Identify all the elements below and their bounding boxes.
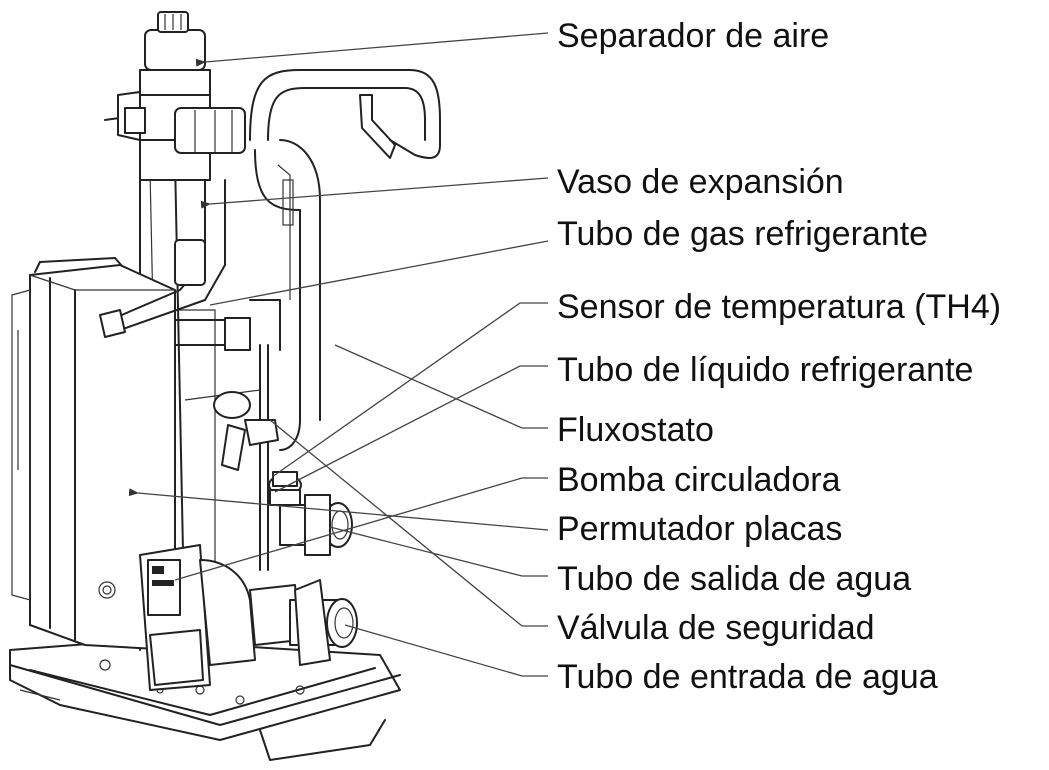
callout-labels: Separador de aire Vaso de expansión Tubo… — [557, 17, 1001, 696]
unit-illustration — [9, 11, 441, 761]
label-circulation-pump: Bomba circuladora — [557, 461, 841, 499]
safety-valve-shape — [268, 471, 302, 506]
leader-water-outlet-pipe — [329, 526, 548, 577]
label-water-outlet-pipe: Tubo de salida de agua — [557, 560, 911, 598]
leader-circulation-pump — [174, 477, 548, 581]
flow-switch-shape — [213, 391, 279, 471]
label-air-separator: Separador de aire — [557, 17, 829, 55]
leader-air-separator — [195, 32, 549, 67]
label-flow-switch: Fluxostato — [557, 411, 714, 449]
leader-water-inlet-pipe — [344, 624, 548, 677]
leader-plate-heat-exchanger — [128, 488, 549, 531]
leader-expansion-vessel — [200, 177, 549, 209]
leader-flow-switch — [334, 344, 548, 429]
leader-refrigerant-liquid-pipe — [274, 365, 548, 493]
label-refrigerant-liquid-pipe: Tubo de líquido refrigerante — [557, 351, 973, 389]
leader-refrigerant-gas-pipe — [209, 240, 549, 306]
label-water-inlet-pipe: Tubo de entrada de agua — [557, 658, 938, 696]
label-plate-heat-exchanger: Permutador placas — [557, 510, 842, 548]
label-temperature-sensor: Sensor de temperatura (TH4) — [557, 288, 1001, 326]
right-vertical-pipe — [254, 139, 321, 451]
refrigerant-pipes — [99, 179, 281, 571]
water-outlet-shape — [279, 494, 353, 556]
upper-pipe-loop — [174, 69, 441, 159]
air-separator-shape — [117, 11, 211, 181]
circulation-pump-shape — [139, 544, 301, 691]
leader-lines — [128, 32, 549, 677]
leader-safety-valve — [269, 419, 548, 627]
leader-temperature-sensor — [271, 302, 548, 478]
label-safety-valve: Válvula de seguridad — [557, 609, 875, 647]
label-expansion-vessel: Vaso de expansión — [557, 163, 844, 201]
water-inlet-shape — [289, 579, 358, 666]
plate-heat-exchanger-shape — [11, 257, 176, 651]
label-refrigerant-gas-pipe: Tubo de gas refrigerante — [557, 215, 928, 253]
